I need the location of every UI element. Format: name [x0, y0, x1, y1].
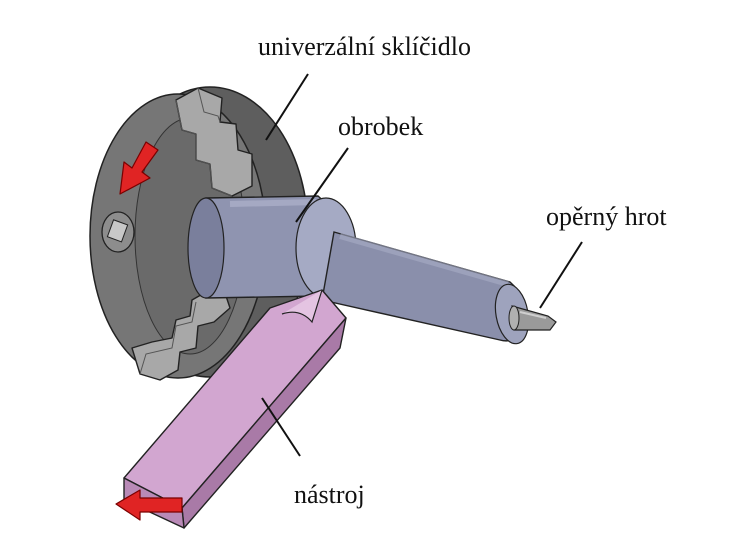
leader-chuck: [265, 73, 309, 141]
chuck-key-socket: [101, 211, 135, 253]
red-arrow-icon: [115, 489, 183, 521]
live-center: [508, 305, 557, 331]
leader-center: [539, 241, 583, 309]
red-arrow-icon: [119, 141, 159, 195]
label-center: opěrný hrot: [546, 202, 667, 231]
label-tool: nástroj: [294, 480, 365, 509]
workpiece-small-body: [321, 231, 528, 342]
workpiece: [187, 195, 530, 345]
label-chuck: univerzální sklíčidlo: [258, 32, 472, 61]
chuck-jaw-lower: [131, 291, 231, 381]
leader-workpiece: [295, 147, 349, 223]
label-workpiece: obrobek: [338, 112, 424, 141]
leader-tool: [261, 397, 301, 457]
